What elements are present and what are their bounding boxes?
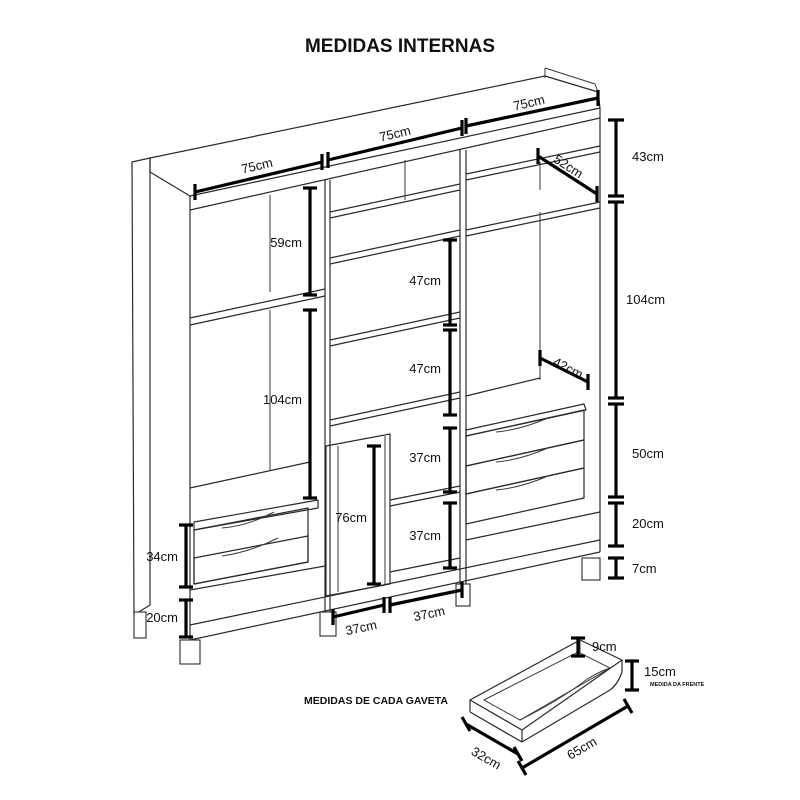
right-drawer-2 — [465, 439, 585, 495]
label-right-drawers: 50cm — [632, 446, 664, 461]
label-left-bottom-niche: 20cm — [146, 610, 178, 625]
label-bottom-width-1: 37cm — [344, 617, 378, 638]
label-middle-niche-2: 37cm — [409, 528, 441, 543]
drawer-detail: MEDIDAS DE CADA GAVETA 9cm 15cm MEDIDA D… — [304, 636, 705, 776]
label-top-middle-width: 75cm — [378, 123, 412, 145]
label-middle-shelf-1: 47cm — [409, 273, 441, 288]
label-right-drawer-depth: 42cm — [550, 354, 585, 382]
label-middle-shelf-2: 47cm — [409, 361, 441, 376]
wardrobe-cabinet — [131, 67, 601, 665]
label-left-upper-niche: 59cm — [270, 235, 302, 250]
label-left-drawers: 34cm — [146, 549, 178, 564]
label-top-left-width: 75cm — [240, 155, 274, 177]
label-feet-height: 7cm — [632, 561, 657, 576]
label-drawer-front-note: MEDIDA DA FRENTE — [650, 682, 705, 688]
right-drawer-1 — [465, 409, 585, 467]
label-drawer-depth: 65cm — [564, 734, 599, 763]
foot — [133, 611, 147, 639]
left-side-panel — [131, 157, 151, 616]
label-right-bottom-niche: 20cm — [632, 516, 664, 531]
label-right-hanging: 104cm — [626, 292, 665, 307]
foot — [179, 639, 201, 665]
label-bottom-width-2: 37cm — [412, 603, 446, 624]
label-middle-door-height: 76cm — [335, 510, 367, 525]
left-drawer-top — [193, 499, 319, 531]
dimension-lines — [179, 90, 624, 639]
label-drawer-inner-height: 9cm — [592, 639, 617, 654]
dimension-labels: 75cm 75cm 75cm 52cm 59cm 104cm 34cm 20cm… — [146, 92, 665, 639]
label-middle-niche-1: 37cm — [409, 450, 441, 465]
label-left-hanging: 104cm — [263, 392, 302, 407]
drawer-caption: MEDIDAS DE CADA GAVETA — [304, 695, 448, 707]
right-drawer-top — [465, 403, 587, 437]
page-title: MEDIDAS INTERNAS — [305, 36, 495, 57]
label-drawer-width: 32cm — [469, 744, 504, 773]
label-drawer-front-height: 15cm — [644, 664, 676, 679]
label-right-top-niche: 43cm — [632, 149, 664, 164]
foot — [581, 557, 601, 581]
middle-inner-door — [325, 433, 391, 597]
label-top-right-width: 75cm — [512, 92, 546, 114]
right-drawer-3 — [465, 467, 585, 525]
